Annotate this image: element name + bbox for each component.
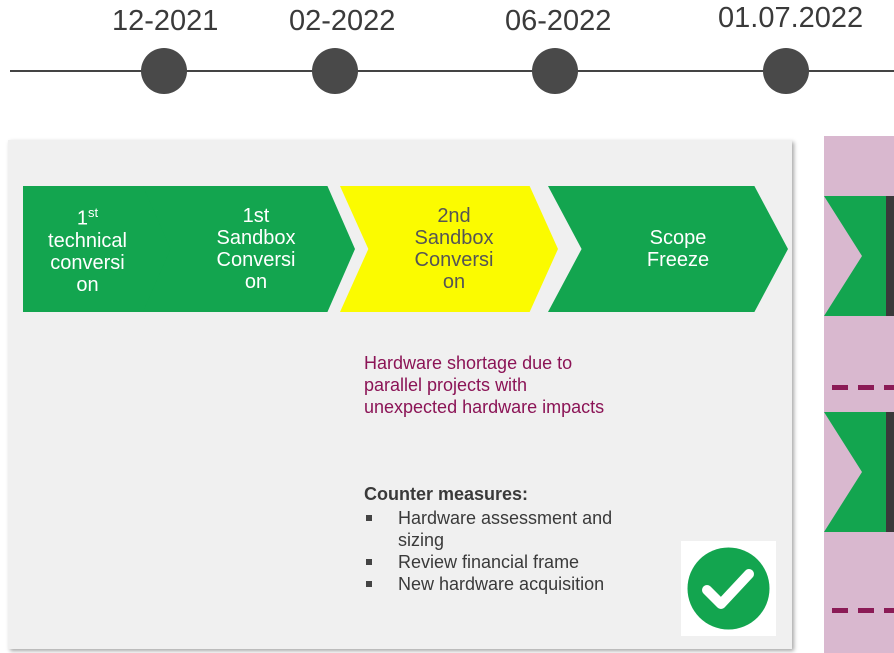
chevron-label: technical	[48, 229, 127, 252]
counter-measures-title: Counter measures:	[364, 484, 529, 504]
timeline-line	[10, 70, 894, 72]
issue-description: Hardware shortage due to parallel projec…	[364, 353, 605, 417]
chevron-label: Conversi	[414, 249, 494, 271]
timeline-date: 02-2022	[289, 5, 396, 37]
chevron-label: Sandbox	[216, 227, 296, 249]
chevron-label: 1st	[242, 205, 270, 227]
status-box	[681, 541, 776, 636]
chevron-label: Conversi	[216, 249, 296, 271]
list-item: Hardware assessment and sizing	[364, 507, 644, 551]
chevron-label: on	[244, 271, 268, 293]
timeline-date: 06-2022	[505, 5, 612, 37]
chevron-label: Freeze	[646, 249, 710, 271]
chevron-label: Scope	[649, 227, 707, 249]
chevron-label: Sandbox	[414, 227, 494, 249]
divider-dashed-line	[832, 385, 894, 390]
divider-dashed-line	[832, 608, 894, 613]
next-phase-chevron	[824, 196, 894, 316]
milestone-chevron-2: 1st Sandbox Conversi on	[143, 186, 355, 312]
check-circle-icon	[687, 547, 770, 630]
timeline-milestone-dot	[141, 48, 187, 94]
timeline-date: 12-2021	[112, 5, 219, 37]
list-item: New hardware acquisition	[364, 573, 644, 595]
timeline-milestone-dot	[763, 48, 809, 94]
next-phase-panel	[824, 136, 894, 653]
list-item: Review financial frame	[364, 551, 644, 573]
milestone-chevron-4: Scope Freeze	[548, 186, 788, 312]
chevron-label: conversi	[50, 251, 125, 274]
timeline-date: 01.07.2022	[718, 2, 864, 34]
counter-measures-list: Hardware assessment and sizing Review fi…	[364, 507, 644, 595]
next-phase-chevron	[824, 412, 894, 532]
milestone-chevron-3: 2nd Sandbox Conversi on	[340, 186, 558, 312]
chevron-label: 2nd	[437, 205, 471, 227]
timeline-milestone-dot	[312, 48, 358, 94]
timeline-milestone-dot	[532, 48, 578, 94]
chevron-label: 1st	[76, 205, 99, 230]
chevron-label: on	[76, 273, 99, 296]
chevron-label: on	[442, 271, 466, 293]
